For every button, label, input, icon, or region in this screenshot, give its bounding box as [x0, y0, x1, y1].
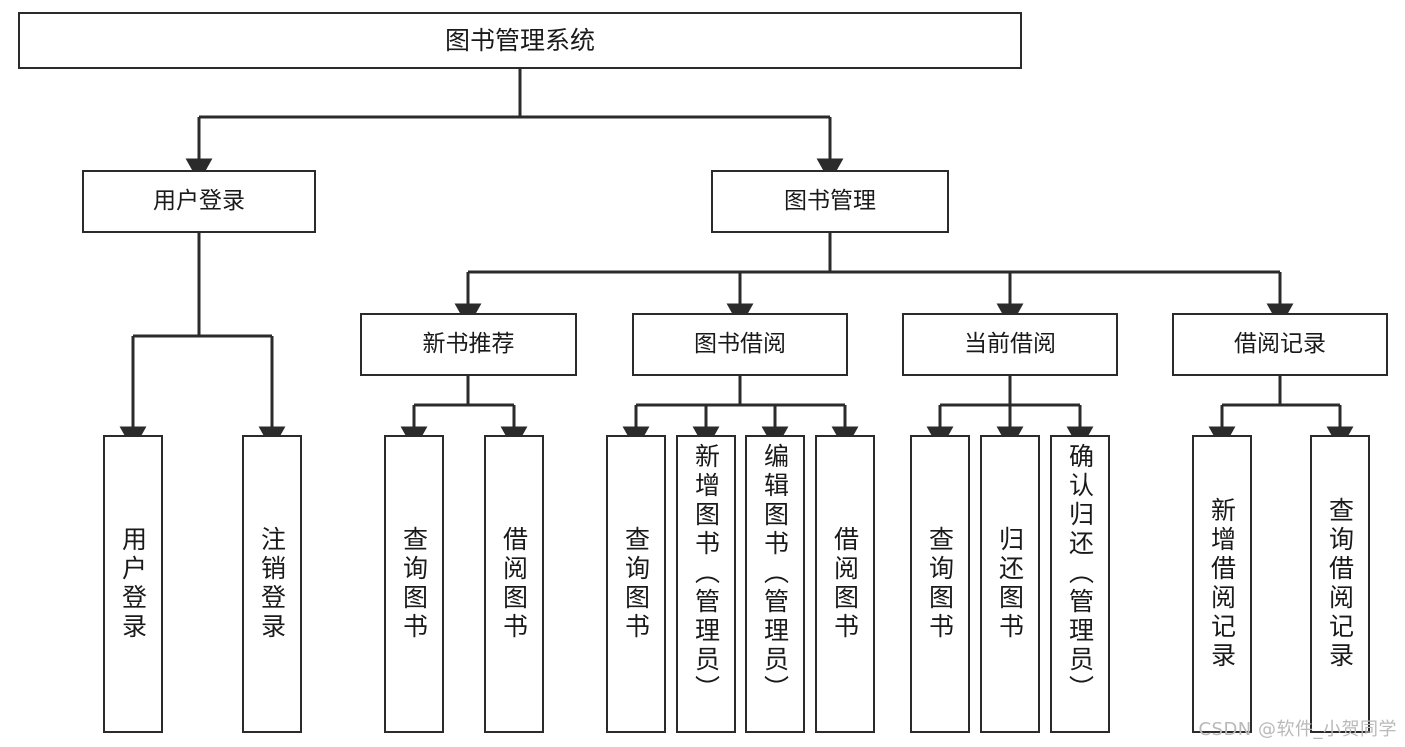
node-user-login-label: 用户登录 — [153, 187, 245, 214]
node-leaf-return-book[interactable]: 归还图书 — [980, 435, 1040, 733]
node-book-borrow[interactable]: 图书借阅 — [632, 313, 848, 376]
node-leaf-query-book-recommend-label: 查询图书 — [399, 526, 429, 642]
node-leaf-add-book-admin-label: 新增图书（管理员） — [691, 443, 721, 704]
node-leaf-query-book-recommend[interactable]: 查询图书 — [384, 435, 444, 733]
node-leaf-add-borrow-record[interactable]: 新增借阅记录 — [1192, 435, 1252, 733]
node-book-management-label: 图书管理 — [784, 187, 876, 214]
node-leaf-add-borrow-record-label: 新增借阅记录 — [1207, 497, 1237, 671]
node-leaf-borrow-book[interactable]: 借阅图书 — [815, 435, 875, 733]
node-new-book-recommend[interactable]: 新书推荐 — [360, 313, 577, 376]
node-user-login[interactable]: 用户登录 — [82, 170, 316, 233]
node-leaf-borrow-book-recommend-label: 借阅图书 — [499, 526, 529, 642]
node-borrow-record[interactable]: 借阅记录 — [1172, 313, 1388, 376]
node-leaf-query-book-borrow[interactable]: 查询图书 — [606, 435, 666, 733]
node-book-borrow-label: 图书借阅 — [694, 330, 786, 357]
node-current-borrow[interactable]: 当前借阅 — [902, 313, 1118, 376]
node-leaf-user-login[interactable]: 用户登录 — [103, 435, 163, 733]
node-leaf-confirm-return-admin-label: 确认归还（管理员） — [1065, 443, 1095, 704]
node-current-borrow-label: 当前借阅 — [964, 330, 1056, 357]
node-root-label: 图书管理系统 — [444, 25, 595, 55]
node-leaf-logout-label: 注销登录 — [257, 526, 287, 642]
node-new-book-recommend-label: 新书推荐 — [422, 330, 515, 357]
node-borrow-record-label: 借阅记录 — [1234, 330, 1326, 357]
node-leaf-borrow-book-recommend[interactable]: 借阅图书 — [484, 435, 544, 733]
node-leaf-edit-book-admin[interactable]: 编辑图书（管理员） — [745, 435, 805, 733]
node-leaf-query-book-current[interactable]: 查询图书 — [910, 435, 970, 733]
node-leaf-borrow-book-label: 借阅图书 — [830, 526, 860, 642]
watermark: CSDN @软件_小贺同学 — [1198, 719, 1397, 740]
node-leaf-query-book-borrow-label: 查询图书 — [621, 526, 651, 642]
node-leaf-logout[interactable]: 注销登录 — [242, 435, 302, 733]
node-leaf-return-book-label: 归还图书 — [995, 526, 1025, 642]
node-leaf-confirm-return-admin[interactable]: 确认归还（管理员） — [1050, 435, 1110, 733]
node-leaf-edit-book-admin-label: 编辑图书（管理员） — [760, 443, 790, 704]
node-leaf-user-login-label: 用户登录 — [118, 526, 148, 642]
node-leaf-add-book-admin[interactable]: 新增图书（管理员） — [676, 435, 736, 733]
node-leaf-query-book-current-label: 查询图书 — [925, 526, 955, 642]
node-leaf-query-borrow-record[interactable]: 查询借阅记录 — [1310, 435, 1370, 733]
node-leaf-query-borrow-record-label: 查询借阅记录 — [1325, 497, 1355, 671]
node-root-book-management-system[interactable]: 图书管理系统 — [18, 12, 1022, 69]
node-book-management[interactable]: 图书管理 — [711, 170, 949, 233]
